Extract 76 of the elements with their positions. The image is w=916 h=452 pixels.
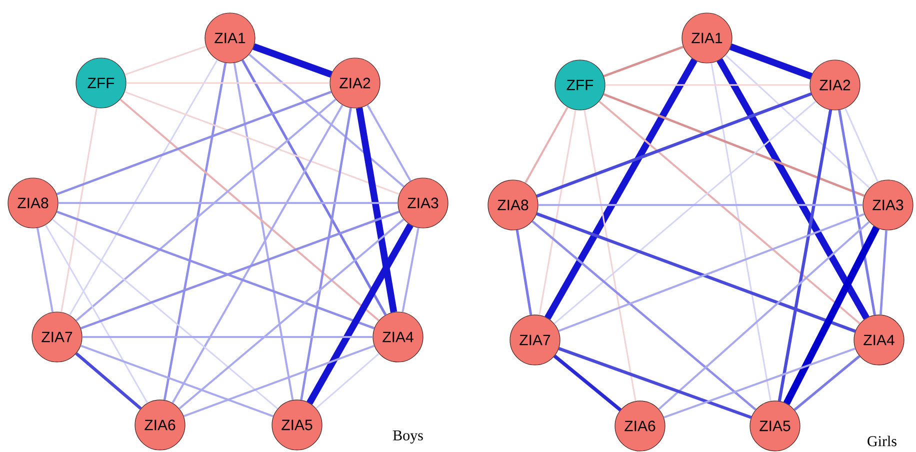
variable-node: ZIA8 (488, 180, 538, 230)
variable-node: ZIA2 (810, 60, 860, 110)
edge-line (80, 344, 274, 418)
edge-line (241, 59, 387, 316)
edge-line (605, 84, 810, 86)
edge-line (538, 110, 576, 316)
edge-line (126, 82, 330, 84)
variable-node: ZIA7 (32, 312, 82, 362)
edge-line (306, 223, 414, 405)
edge-line (36, 228, 54, 312)
edge-line (316, 353, 380, 409)
edge-line (356, 107, 398, 313)
variable-node: ZIA4 (372, 312, 424, 362)
edge-line (794, 355, 860, 411)
edge-line (52, 218, 278, 410)
edge-line (233, 62, 294, 400)
edge-line (710, 62, 772, 402)
panel-label: Girls (868, 436, 896, 446)
edge-line (56, 90, 332, 196)
edge-line (554, 100, 816, 324)
edge-line (120, 98, 380, 322)
edge-line (598, 100, 860, 324)
variable-node: ZIA7 (510, 314, 560, 366)
variable-node: ZFF (554, 60, 606, 110)
variable-node: ZIA3 (862, 180, 914, 230)
variable-node: ZIA4 (854, 314, 904, 366)
edge-line (603, 46, 684, 78)
edge-line (76, 98, 336, 322)
edge-line (516, 230, 532, 316)
edge-line (366, 104, 412, 182)
variable-node: ZIA5 (272, 400, 322, 450)
edge-line (584, 110, 636, 402)
edge-line (844, 108, 878, 182)
edge-line (725, 54, 870, 188)
edge-line (183, 344, 375, 418)
edge-line (82, 336, 373, 338)
edge-line (783, 226, 880, 406)
edge-line (532, 220, 756, 411)
edge-line (248, 54, 404, 188)
edge-line (558, 347, 752, 419)
edge-line (252, 43, 332, 78)
edge-line (538, 204, 863, 206)
edge-line (402, 228, 420, 312)
variable-node: ZIA2 (330, 58, 380, 108)
edge-line (658, 221, 870, 410)
edge-line (58, 202, 398, 204)
edge-line (163, 62, 227, 400)
edge-line (172, 104, 344, 404)
edge-line (553, 354, 622, 412)
edge-line (124, 91, 400, 195)
edge-line (603, 93, 865, 197)
panel-label: Boys (393, 430, 423, 444)
edge-line (716, 58, 870, 320)
edge-line (178, 218, 404, 410)
edge-line (778, 110, 832, 402)
edge-line (524, 106, 569, 184)
edge-line (880, 230, 888, 315)
edge-line (838, 110, 876, 316)
edge-line (75, 352, 142, 410)
edge-line (663, 348, 856, 418)
variable-node: ZIA1 (204, 12, 256, 64)
edge-line (60, 108, 98, 312)
variable-node: ZFF (76, 58, 126, 108)
edge-line (730, 44, 812, 80)
variable-node: ZIA1 (682, 12, 732, 64)
edge-line (300, 108, 352, 400)
variable-node: ZIA5 (750, 400, 800, 452)
variable-node: ZIA3 (398, 178, 448, 228)
edge-line (124, 46, 206, 76)
variable-node: ZIA6 (614, 400, 666, 452)
variable-node: ZIA8 (8, 178, 58, 228)
edge-line (536, 92, 812, 198)
edge-line (44, 224, 148, 404)
edge-line (69, 60, 218, 316)
variable-node: ZIA6 (134, 400, 186, 450)
edge-line (544, 58, 698, 320)
